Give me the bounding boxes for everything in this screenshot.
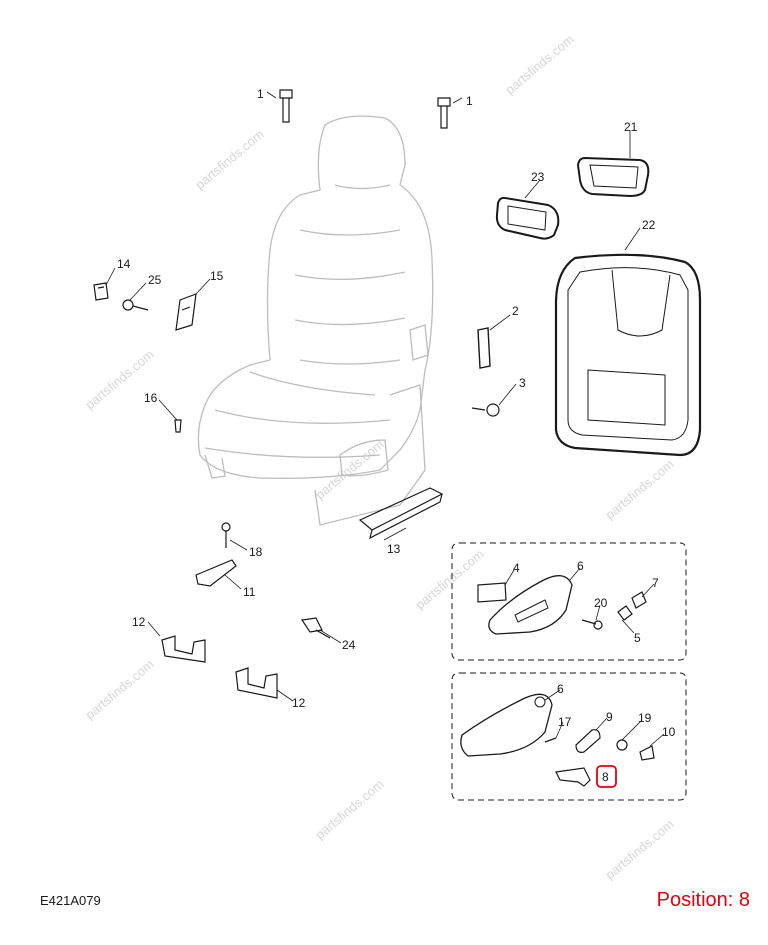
knob-9 (575, 729, 601, 753)
callout-label: 6 (577, 559, 584, 573)
callout-label: 24 (342, 638, 356, 652)
bracket-15 (175, 293, 197, 331)
callout-label: 6 (557, 682, 564, 696)
trim-panel-6-lower (460, 693, 553, 757)
callout-label: 10 (662, 725, 676, 739)
highlight-box-part-8 (596, 765, 617, 788)
callout-label: 7 (652, 576, 659, 590)
callout-label: 18 (249, 545, 263, 559)
cap-5 (617, 605, 633, 621)
clip-24 (300, 617, 331, 639)
callout-label: 1 (257, 87, 264, 101)
callout-label: 9 (606, 710, 613, 724)
leader-lines (105, 91, 665, 747)
watermark: partsfinds.com (312, 436, 386, 502)
callout-label: 11 (243, 585, 256, 599)
watermark: partsfinds.com (412, 546, 486, 612)
watermark: partsfinds.com (82, 656, 156, 722)
screw-3 (471, 403, 500, 417)
module-4 (477, 582, 507, 603)
callout-label: 17 (558, 715, 572, 729)
callout-label: 16 (144, 391, 158, 405)
watermark: partsfinds.com (602, 456, 676, 522)
callout-labels: 1 1 2 3 4 5 6 6 7 8 9 10 11 12 12 13 14 … (117, 87, 676, 784)
callout-label: 21 (624, 120, 638, 134)
callout-label: 12 (292, 696, 306, 710)
clip-14 (93, 282, 109, 301)
callout-label: 8 (602, 770, 609, 784)
cap-7 (631, 591, 647, 609)
pin-16 (174, 419, 182, 433)
screw-20 (581, 619, 597, 625)
callout-label: 13 (387, 542, 401, 556)
bolt-1-left (279, 89, 293, 123)
trim-panel-6-upper (488, 575, 573, 635)
screw-17 (544, 737, 557, 743)
diagram-code: E421A079 (40, 893, 101, 908)
callout-label: 14 (117, 257, 131, 271)
guide-12-right (235, 667, 278, 699)
seat-outline (197, 115, 434, 526)
seat-back-panel (554, 253, 702, 457)
callout-label: 15 (210, 269, 224, 283)
callout-label: 23 (531, 170, 545, 184)
watermark: partsfinds.com (502, 31, 576, 97)
watermark: partsfinds.com (602, 816, 676, 882)
callout-label: 20 (594, 596, 608, 610)
bolt-18 (221, 522, 231, 548)
guide-12-left (161, 635, 206, 663)
callout-label: 5 (634, 631, 641, 645)
callout-label: 3 (519, 376, 526, 390)
bolt-1-right (437, 97, 451, 129)
watermark: partsfinds.com (312, 776, 386, 842)
position-indicator: Position: 8 (656, 889, 750, 911)
screw-25 (122, 299, 149, 311)
trim-rail-13 (358, 487, 444, 540)
switch-group-upper (451, 542, 687, 661)
callout-label: 25 (148, 273, 162, 287)
callout-label: 22 (642, 218, 656, 232)
lever-8 (555, 767, 591, 787)
watermark: partsfinds.com (192, 126, 266, 192)
bracket-11 (195, 559, 237, 587)
trim-ring-23 (495, 196, 560, 240)
callout-label: 2 (512, 304, 519, 318)
callout-label: 4 (513, 561, 520, 575)
callout-label: 12 (132, 615, 146, 629)
clip-10 (639, 745, 655, 761)
cap-19 (616, 739, 628, 751)
callout-label: 19 (638, 711, 652, 725)
callout-label: 1 (466, 94, 473, 108)
trim-strip-2 (477, 327, 491, 369)
switch-group-lower (451, 672, 687, 801)
trim-ring-21 (576, 156, 650, 198)
